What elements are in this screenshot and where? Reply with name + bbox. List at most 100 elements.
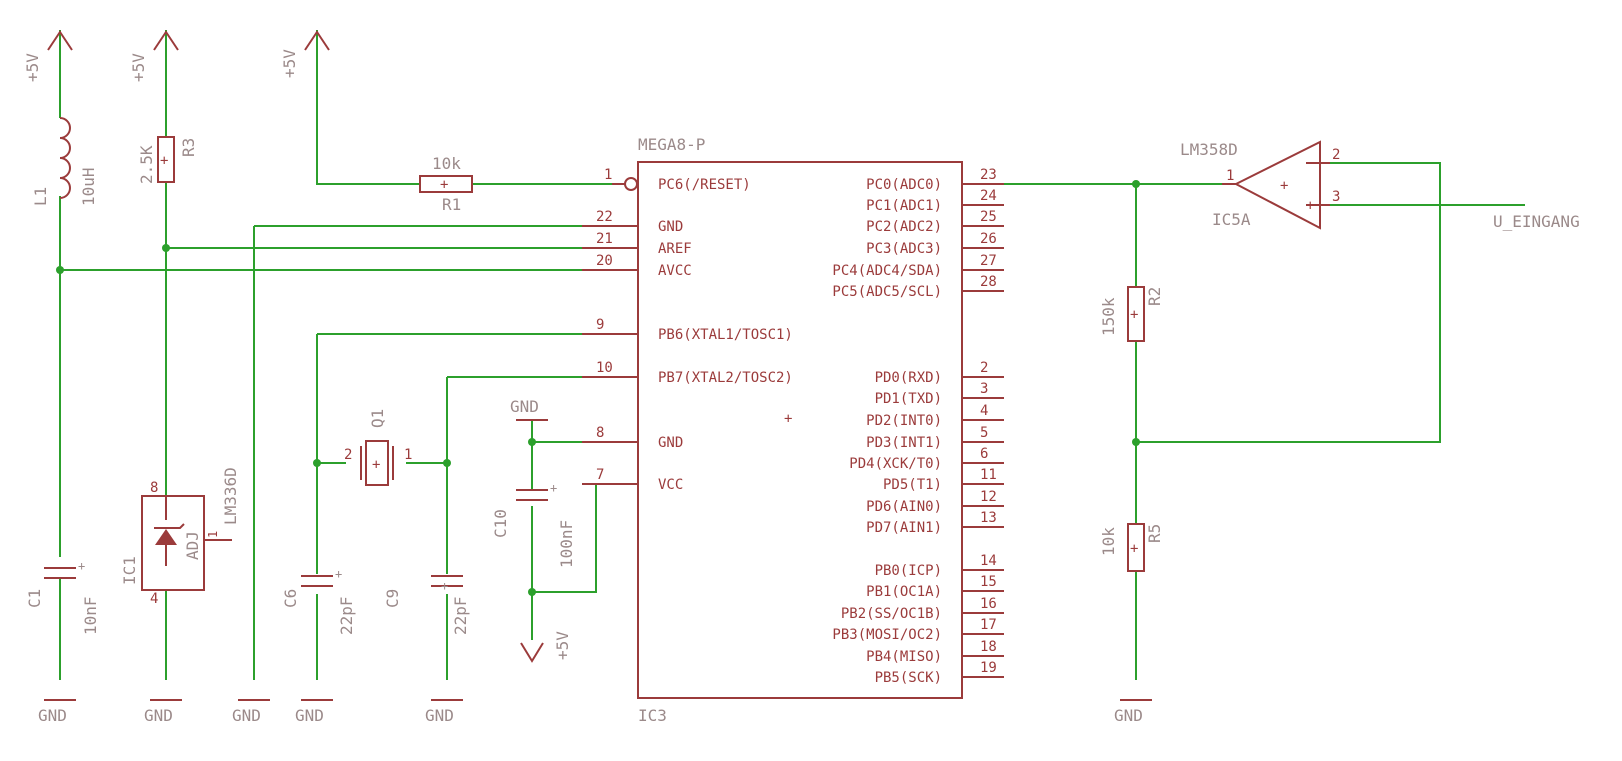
ic3-pin-number: 16 bbox=[980, 596, 997, 612]
ic3-pin-label: PD7(AIN1) bbox=[866, 520, 942, 536]
crystal-q1: + 2 1 Q1 bbox=[344, 409, 412, 486]
ic3-pin-label: PD2(INT0) bbox=[866, 413, 942, 429]
ic3-pin-number: 13 bbox=[980, 510, 997, 526]
ic3-pin-label: PD5(T1) bbox=[883, 477, 942, 493]
q1-pin2: 2 bbox=[344, 447, 352, 463]
ic3-pin-label: PB2(SS/OC1B) bbox=[841, 606, 942, 622]
q1-name: Q1 bbox=[368, 409, 387, 428]
ic3-pin-number: 28 bbox=[980, 274, 997, 290]
ic3-pin-number: 2 bbox=[980, 360, 988, 376]
ic1-pin1: 1 bbox=[206, 531, 220, 538]
ic3-left-pins: 1PC6(/RESET)22GND21AREF20AVCC9PB6(XTAL1/… bbox=[582, 167, 793, 493]
ic3-pin-label: AREF bbox=[658, 241, 692, 257]
ic5-pin3: 3 bbox=[1332, 189, 1340, 205]
q1-pin1: 1 bbox=[404, 447, 412, 463]
ic3-pin-number: 5 bbox=[980, 425, 988, 441]
capacitor-c10: + C10 100nF bbox=[491, 481, 576, 568]
ic3-pin-number: 7 bbox=[596, 467, 604, 483]
ic3-pin-number: 4 bbox=[980, 403, 988, 419]
r3-name: R3 bbox=[179, 138, 198, 157]
ic3-pin-label: PB1(OC1A) bbox=[866, 584, 942, 600]
plus-mark: + bbox=[160, 153, 168, 169]
ic3-pin-number: 10 bbox=[596, 360, 613, 376]
gnd-label: GND bbox=[232, 706, 261, 725]
ic3-pin-number: 23 bbox=[980, 167, 997, 183]
ic3-pin-label: GND bbox=[658, 435, 683, 451]
ic3-right-pins: 23PC0(ADC0)24PC1(ADC1)25PC2(ADC2)26PC3(A… bbox=[832, 167, 1004, 686]
ic3-pin-label: PD4(XCK/T0) bbox=[849, 456, 942, 472]
ic5-plus-input: + bbox=[1306, 198, 1314, 214]
c6-value: 22pF bbox=[337, 596, 356, 635]
gnd-label: GND bbox=[295, 706, 324, 725]
ic3-pin-label: PC1(ADC1) bbox=[866, 198, 942, 214]
l1-name: L1 bbox=[31, 187, 50, 206]
gnd-label: GND bbox=[510, 397, 539, 416]
supply-5v-3: +5V bbox=[280, 30, 330, 78]
plus-mark: + bbox=[441, 579, 448, 593]
ic5-name: IC5A bbox=[1212, 210, 1251, 229]
l1-value: 10uH bbox=[79, 167, 98, 206]
ic1-pin4: 4 bbox=[150, 591, 158, 607]
ic3-pin-number: 27 bbox=[980, 253, 997, 269]
ic3-pin-label: PD6(AIN0) bbox=[866, 499, 942, 515]
supply-5v-2: +5V bbox=[129, 30, 179, 82]
c10-value: 100nF bbox=[557, 520, 576, 568]
ic3-pin-number: 21 bbox=[596, 231, 613, 247]
capacitor-c1: + C1 10nF bbox=[25, 559, 100, 635]
plus-mark: + bbox=[335, 567, 342, 581]
ic3-pin-label: PC4(ADC4/SDA) bbox=[832, 263, 942, 279]
wires bbox=[59, 30, 1525, 680]
gnd-label: GND bbox=[425, 706, 454, 725]
supply-label: +5V bbox=[23, 53, 42, 82]
supply-label: +5V bbox=[553, 631, 572, 660]
inductor-l1: L1 10uH bbox=[31, 117, 98, 206]
ic1-pin8: 8 bbox=[150, 480, 158, 496]
plus-mark: + bbox=[440, 177, 448, 193]
plus-mark: + bbox=[1130, 541, 1138, 557]
r2-value: 150k bbox=[1099, 297, 1118, 336]
ic3-pin-label: PC0(ADC0) bbox=[866, 177, 942, 193]
ic3-pin-number: 24 bbox=[980, 188, 997, 204]
resistor-r5: + 10k R5 bbox=[1099, 523, 1164, 572]
c9-name: C9 bbox=[383, 589, 402, 608]
c10-name: C10 bbox=[491, 509, 510, 538]
ic3-pin-label: PD0(RXD) bbox=[875, 370, 942, 386]
ic5-pin2: 2 bbox=[1332, 147, 1340, 163]
mcu-ic3: MEGA8-P IC3 + 1PC6(/RESET)22GND21AREF20A… bbox=[582, 135, 1004, 725]
ic3-pin-label: PB0(ICP) bbox=[875, 563, 942, 579]
gnd-label: GND bbox=[144, 706, 173, 725]
r2-name: R2 bbox=[1145, 287, 1164, 306]
capacitor-c6: + C6 22pF bbox=[281, 567, 356, 635]
ic3-pin-label: VCC bbox=[658, 477, 683, 493]
capacitor-c9: + C9 22pF bbox=[383, 575, 470, 635]
supply-label: +5V bbox=[129, 53, 148, 82]
ic3-pin-label: PC6(/RESET) bbox=[658, 177, 751, 193]
ic3-pin-label: PB4(MISO) bbox=[866, 649, 942, 665]
ic3-pin-number: 15 bbox=[980, 574, 997, 590]
ic3-pin-number: 25 bbox=[980, 209, 997, 225]
ic3-type: MEGA8-P bbox=[638, 135, 705, 154]
resistor-r3: + 2.5K R3 bbox=[137, 136, 198, 184]
gnd-label: GND bbox=[1114, 706, 1143, 725]
center-mark: + bbox=[784, 411, 792, 427]
ic3-pin-number: 18 bbox=[980, 639, 997, 655]
opamp-ic5: + + 1 2 3 LM358D IC5A bbox=[1180, 140, 1340, 230]
ic3-pin-number: 19 bbox=[980, 660, 997, 676]
plus-mark: + bbox=[550, 481, 557, 495]
ic3-pin-number: 14 bbox=[980, 553, 997, 569]
ic3-pin-label: PD1(TXD) bbox=[875, 391, 942, 407]
ic3-pin-number: 26 bbox=[980, 231, 997, 247]
net-label-u-eingang: U_EINGANG bbox=[1493, 212, 1580, 231]
ic3-pin-label: PC2(ADC2) bbox=[866, 219, 942, 235]
supply-5v-1: +5V bbox=[23, 30, 73, 82]
ic1-name: IC1 bbox=[120, 556, 139, 585]
r5-value: 10k bbox=[1099, 527, 1118, 556]
ic3-pin-label: GND bbox=[658, 219, 683, 235]
plus-mark: + bbox=[1280, 178, 1288, 194]
ic5-pin1: 1 bbox=[1226, 168, 1234, 184]
c1-name: C1 bbox=[25, 589, 44, 608]
gnd-label: GND bbox=[38, 706, 67, 725]
ic3-pin-number: 22 bbox=[596, 209, 613, 225]
ic3-pin-label: PB6(XTAL1/TOSC1) bbox=[658, 327, 793, 343]
